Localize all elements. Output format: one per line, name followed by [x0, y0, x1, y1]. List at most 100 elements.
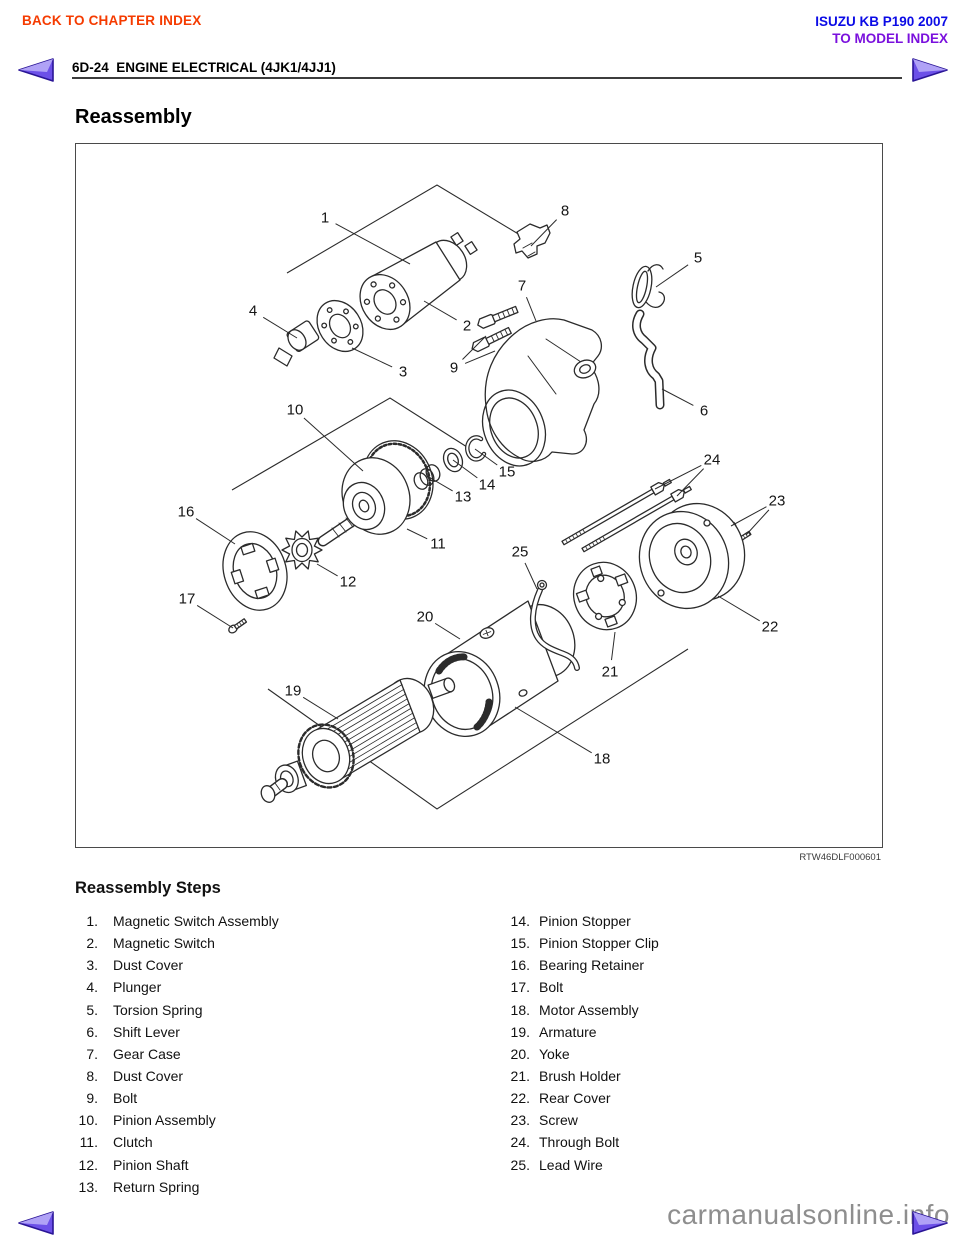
callout-number: 22 [762, 619, 779, 636]
step-label: Plunger [113, 979, 162, 996]
step-label: Bolt [113, 1090, 138, 1107]
callout-number: 18 [594, 751, 611, 768]
back-to-chapter-link[interactable]: BACK TO CHAPTER INDEX [22, 13, 202, 28]
step-number: 18. [510, 1001, 530, 1018]
callout-leader-line [530, 219, 557, 247]
step-item: 20.Yoke [485, 1043, 659, 1065]
callout-number: 17 [179, 591, 196, 608]
step-label: Magnetic Switch Assembly [113, 913, 279, 930]
part-bearing-retainer [222, 531, 288, 611]
part-dust-cover-disk [316, 299, 364, 353]
step-item: 24.Through Bolt [485, 1131, 659, 1153]
section-header: 6D-24 ENGINE ELECTRICAL (4JK1/4JJ1) [72, 60, 336, 75]
step-label: Pinion Stopper [539, 913, 631, 930]
step-number: 21. [510, 1068, 530, 1085]
callout-leader-line [302, 696, 339, 720]
callout-number: 10 [287, 402, 304, 419]
callout-leader-line [434, 622, 461, 640]
step-item: 3. Dust Cover [63, 954, 279, 976]
callout-number: 19 [285, 683, 302, 700]
part-shift-lever [632, 309, 665, 410]
step-item: 22.Rear Cover [485, 1087, 659, 1109]
step-number: 6. [86, 1023, 98, 1040]
to-model-index-link[interactable]: TO MODEL INDEX [832, 31, 948, 46]
callout-leader-line [316, 563, 338, 577]
callout-number: 11 [430, 536, 446, 553]
step-number: 14. [510, 913, 530, 930]
callout-leader-line [514, 706, 592, 754]
step-number: 1. [86, 913, 98, 930]
step-item: 14. Pinion Stopper [485, 910, 659, 932]
step-item: 4. Plunger [63, 976, 279, 998]
callout-number: 7 [518, 278, 526, 295]
brand-title-link[interactable]: ISUZU KB P190 2007 [815, 14, 948, 29]
callout-number: 15 [499, 464, 516, 481]
callout-leader-line [195, 518, 236, 545]
callout-number: 9 [450, 360, 458, 377]
next-page-arrow-icon[interactable] [910, 1208, 950, 1238]
callout-leader-line [525, 296, 537, 322]
callout-leader-line [730, 506, 767, 527]
callout-leader-line [452, 459, 478, 479]
callout-leader-line [351, 347, 393, 368]
prev-page-arrow-icon[interactable] [16, 55, 56, 85]
callout-leader-line [196, 604, 234, 629]
part-yoke [423, 600, 576, 737]
callout-leader-line [423, 300, 457, 321]
part-pinion-shaft [281, 512, 363, 570]
step-label: Through Bolt [539, 1134, 620, 1151]
step-label: Bolt [539, 979, 564, 996]
step-item: 7.Gear Case [63, 1043, 279, 1065]
step-item: 12.Pinion Shaft [63, 1154, 279, 1176]
part-torsion-spring [631, 264, 666, 309]
part-through-bolts [561, 478, 692, 553]
part-pinion-stopper-clip [465, 435, 487, 462]
watermark-link[interactable]: carmanualsonline.info [667, 1199, 950, 1230]
step-item: 21.Brush Holder [485, 1065, 659, 1087]
callout-number: 4 [249, 303, 257, 320]
step-label: Lead Wire [539, 1156, 603, 1173]
step-label: Screw [539, 1112, 578, 1129]
step-label: Pinion Stopper Clip [539, 935, 659, 952]
step-item: 15. Pinion Stopper Clip [485, 932, 659, 954]
callout-leader-line [474, 448, 498, 466]
step-number: 8. [86, 1068, 98, 1085]
step-number: 19. [510, 1023, 530, 1040]
figure-reference-code: RTW46DLF000601 [799, 852, 881, 863]
step-item: 25.Lead Wire [485, 1154, 659, 1176]
part-brush-holder [572, 561, 638, 631]
step-item: 13.Return Spring [63, 1176, 279, 1198]
callout-number: 21 [602, 664, 619, 681]
step-item: 23.Screw [485, 1109, 659, 1131]
callout-leader-line [610, 631, 616, 661]
step-number: 3. [86, 957, 98, 974]
step-item: 19. Armature [485, 1021, 659, 1043]
part-bolt-small [228, 618, 248, 634]
step-number: 4. [86, 979, 98, 996]
callout-number: 14 [479, 477, 496, 494]
callout-number: 13 [455, 489, 472, 506]
callout-number: 3 [399, 364, 407, 381]
callout-number: 16 [178, 504, 195, 521]
step-item: 16.Bearing Retainer [485, 954, 659, 976]
step-item: 10.Pinion Assembly [63, 1109, 279, 1131]
prev-page-arrow-icon[interactable] [16, 1208, 56, 1238]
step-number: 15. [510, 935, 530, 952]
callout-number: 12 [340, 574, 357, 591]
part-dust-cover-small [513, 223, 551, 259]
step-number: 7. [86, 1045, 98, 1062]
step-label: Motor Assembly [539, 1001, 639, 1018]
next-page-arrow-icon[interactable] [910, 55, 950, 85]
step-item: 5.Torsion Spring [63, 999, 279, 1021]
step-label: Armature [539, 1023, 597, 1040]
step-label: Dust Cover [113, 957, 184, 974]
section-underline [72, 77, 902, 79]
step-label: Bearing Retainer [539, 957, 645, 974]
callout-leader-line [654, 464, 702, 490]
top-right-links: ISUZU KB P190 2007 TO MODEL INDEX [815, 13, 948, 47]
part-gear-case [481, 318, 603, 467]
page-title: Reassembly [75, 106, 192, 128]
